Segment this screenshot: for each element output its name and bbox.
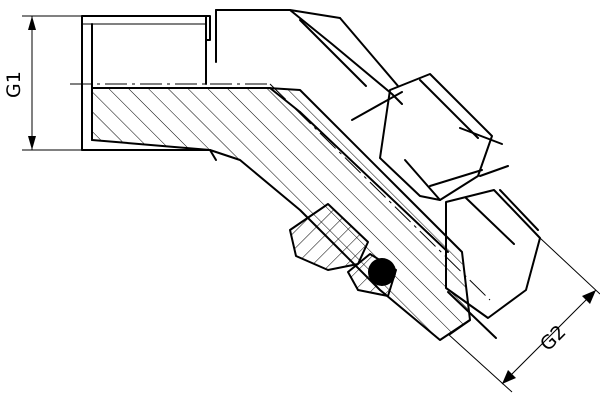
left-threaded-end bbox=[81, 9, 217, 161]
g1-label: G1 bbox=[3, 71, 25, 98]
g2-label: G2 bbox=[536, 321, 571, 356]
g2-extension-bottom bbox=[447, 333, 513, 393]
right-threaded-end bbox=[445, 189, 541, 339]
g2-arrow-top bbox=[582, 290, 596, 304]
g2-arrow-bottom bbox=[502, 370, 516, 384]
g2-extension-top bbox=[539, 237, 600, 295]
center-line bbox=[70, 83, 491, 301]
hex-nut bbox=[379, 73, 509, 201]
g1-arrow-top bbox=[28, 16, 36, 30]
g2-dimension-line bbox=[501, 289, 597, 385]
o-ring-seal bbox=[368, 258, 396, 286]
elbow-body-outline bbox=[215, 9, 403, 121]
body-section-hatched bbox=[91, 87, 471, 341]
g1-arrow-bottom bbox=[28, 136, 36, 150]
g1-dimension: G1 bbox=[3, 15, 98, 151]
